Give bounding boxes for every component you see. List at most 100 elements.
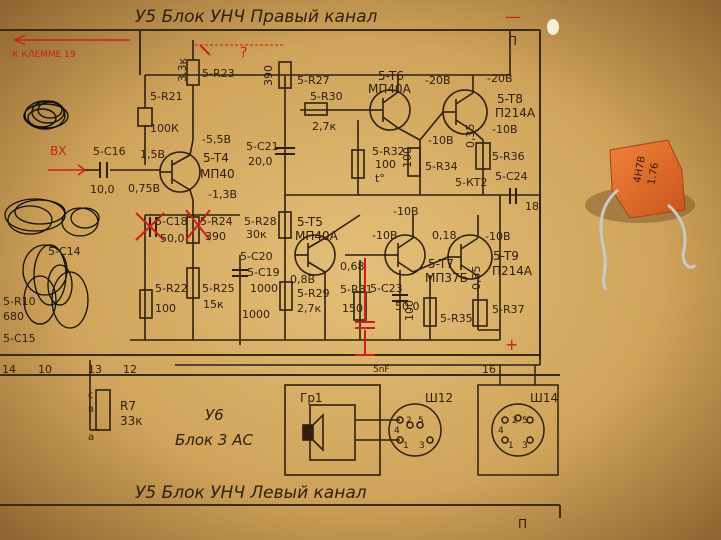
lbl-t7-type: МП37Б xyxy=(425,271,468,285)
label-sh12: Ш12 xyxy=(425,391,453,405)
connector-sh12 xyxy=(388,403,442,457)
lbl-r27: 5-R27 xyxy=(297,74,330,87)
speaker-block xyxy=(284,384,400,476)
lbl-r31: 5-R31 xyxy=(340,283,373,296)
lbl-r7: R7 xyxy=(120,399,136,413)
lbl-r23-val: 3,3к xyxy=(176,58,189,82)
cap-marking-1: 4Н7В xyxy=(632,155,648,184)
bottom-node-labels: 14 10 13 12 16 18 5-КТ2 xyxy=(2,176,539,376)
lbl-c24: 5-C24 xyxy=(495,170,528,183)
lbl-c21-val: 20,0 xyxy=(248,155,273,168)
label-5nf: 5nF xyxy=(373,365,390,375)
sh12-pin-5: 5 xyxy=(418,416,424,426)
v-10: -10В xyxy=(372,229,398,242)
resistor-bodies xyxy=(95,59,491,431)
sh12-pin-3: 3 xyxy=(419,441,425,451)
lbl-r32-val: 100 xyxy=(375,158,396,171)
lbl-r22: 5-R22 xyxy=(155,282,188,295)
glare-spot xyxy=(547,19,559,35)
lbl-t9-type: П214А xyxy=(492,264,533,278)
v-12: 0,18 xyxy=(432,229,457,242)
v-7: -10В xyxy=(492,123,518,136)
lbl-t6-type: МП40А xyxy=(368,82,412,96)
lbl-r25: 5-R25 xyxy=(202,282,235,295)
node-16: 16 xyxy=(482,363,496,376)
node-13: 13 xyxy=(88,363,102,376)
label-to-terminal: К КЛЕММЕ 19 xyxy=(12,50,76,60)
scribble-top-left xyxy=(23,100,69,130)
sh14-pin-1: 1 xyxy=(508,441,514,451)
lbl-r21-val: 100К xyxy=(150,122,179,135)
v-4: -1,3В xyxy=(208,188,237,201)
node-18: 18 xyxy=(525,200,539,213)
v-9: -10В xyxy=(393,205,419,218)
v-11: -10В xyxy=(485,230,511,243)
lbl-t5-type: МП40А xyxy=(295,229,339,243)
circuit-wires xyxy=(85,30,541,431)
capacitor-plates xyxy=(99,147,517,302)
lbl-r32: 5-R32 xyxy=(372,145,405,158)
r7-pin-v: в xyxy=(88,404,94,415)
label-block-u6: У6 xyxy=(205,406,224,424)
scribble-left-block xyxy=(4,198,100,329)
plus-mark: + xyxy=(505,335,518,354)
title-right-channel: У5 Блок УНЧ Правый канал xyxy=(135,7,377,27)
transistor-labels: 5-T4 МП40 5-T6 МП40А 5-T8 П214А 5-T5 МП4… xyxy=(200,69,536,285)
lbl-r35-val: 100 xyxy=(403,300,416,321)
node-10: 10 xyxy=(38,363,52,376)
lbl-c18: 5-C18 xyxy=(155,215,188,228)
r7-pins: с в а xyxy=(88,390,94,443)
lbl-c19: 5-C19 xyxy=(247,266,280,279)
label-block-3ac: Блок 3 АС xyxy=(175,431,253,449)
lbl-r27-val: 390 xyxy=(262,65,275,86)
v-1: -5,5В xyxy=(202,133,231,146)
r7-pin-c: с xyxy=(88,390,94,401)
sh12-pins: 1 2 3 4 5 xyxy=(394,416,425,451)
lbl-c23: 5-C23 xyxy=(370,282,403,295)
connector-sh14 xyxy=(477,365,559,476)
lbl-t6: 5-T6 xyxy=(378,69,404,83)
sh12-pin-1: 1 xyxy=(403,441,409,451)
node-12: 12 xyxy=(123,363,137,376)
top-pin-p: П xyxy=(508,34,517,48)
lbl-r24: 5-R24 xyxy=(200,215,233,228)
lbl-t4-type: МП40 xyxy=(200,167,235,181)
v-13: 0,8В xyxy=(290,273,315,286)
component-labels: 5-R21 100К 5-R23 3,3к 5-R27 390 5-R30 2,… xyxy=(90,58,528,428)
lbl-r23: 5-R23 xyxy=(202,67,235,80)
v-14: 0,68 xyxy=(340,260,365,273)
v-6: -20В xyxy=(487,72,513,85)
lbl-r29: 5-R29 xyxy=(297,287,330,300)
node-kt2: 5-КТ2 xyxy=(455,176,488,189)
lbl-t4: 5-T4 xyxy=(203,151,229,165)
lbl-r22-val: 100 xyxy=(155,302,176,315)
v-3: 0,75В xyxy=(128,182,160,195)
lbl-c20: 5-C20 xyxy=(240,250,273,263)
sh12-pin-2: 2 xyxy=(406,416,412,426)
capacitor-photo xyxy=(585,139,697,291)
node-14: 14 xyxy=(2,363,16,376)
lbl-c20-val: 1000 xyxy=(250,282,278,295)
voltage-labels: -5,5В 1,5В 0,75В -1,3В -20В -20В -10В -1… xyxy=(128,72,518,286)
lbl-r37: 5-R37 xyxy=(492,303,525,316)
lbl-r36-val: 0,35 xyxy=(464,124,477,149)
cap-marking-2: 1.76 xyxy=(646,162,661,186)
lbl-r35: 5-R35 xyxy=(440,312,473,325)
red-mods xyxy=(135,44,375,356)
lbl-r21: 5-R21 xyxy=(150,90,183,103)
lbl-r30: 5-R30 xyxy=(310,90,343,103)
lbl-r29-val: 2,7к xyxy=(297,302,321,315)
lbl-c18-val: 50,0 xyxy=(160,232,185,245)
lbl-t-sym: t° xyxy=(375,172,385,185)
sh14-pin-3: 3 xyxy=(522,441,528,451)
lbl-c23-val: 50,0 xyxy=(395,300,420,313)
bottom-pin-p: П xyxy=(518,517,527,531)
lbl-c19-val: 1000 xyxy=(242,308,270,321)
sh14-pin-4: 4 xyxy=(498,426,504,436)
label-r10-val: 680 xyxy=(3,310,24,323)
label-r10: 5-R10 xyxy=(3,295,36,308)
lbl-t8-type: П214А xyxy=(495,106,536,120)
label-sh14: Ш14 xyxy=(530,391,558,405)
label-c14: 5-C14 xyxy=(48,245,81,258)
